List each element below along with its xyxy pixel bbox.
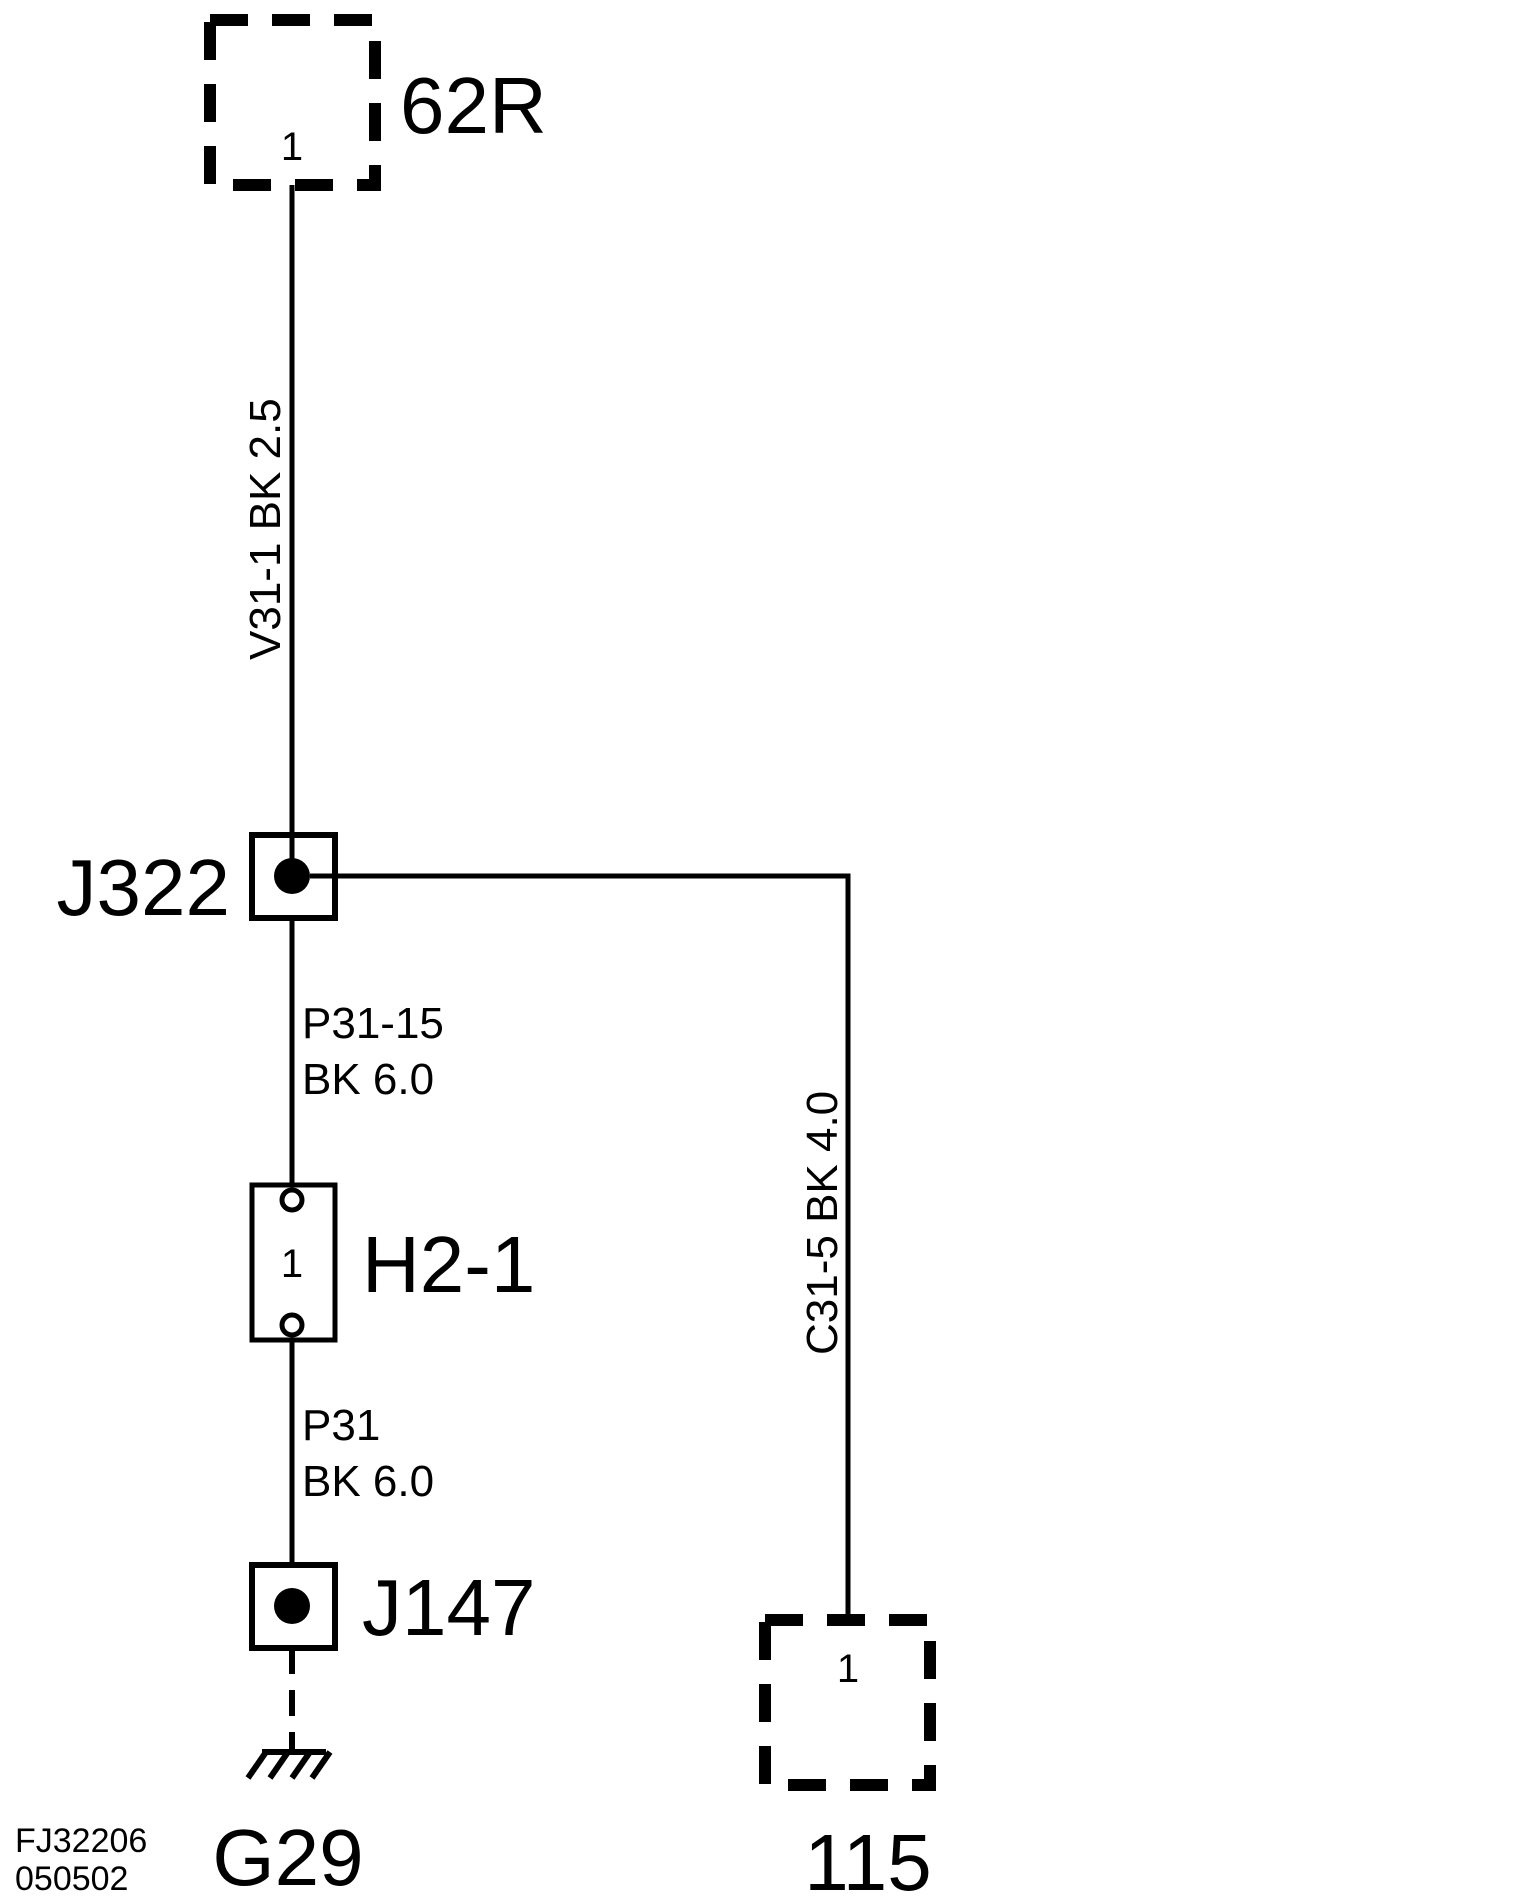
connector-62r-pin: 1 [281,125,303,169]
connector-62r-box[interactable] [204,14,381,191]
connector-115-label: 115 [804,1818,932,1896]
splice-j147-dot [274,1588,310,1624]
wire-c31-5[interactable] [310,873,851,1620]
wire-p31-label-1: P31 [302,1401,380,1450]
inline-h2-1-terminal-bottom [279,1312,305,1338]
connector-115-box[interactable] [759,1614,936,1791]
footer-code: FJ32206 [15,1822,147,1860]
ground-icon [245,1749,333,1780]
splice-j322-dot [274,858,310,894]
splice-j322-label: J322 [57,843,230,932]
footer-date: 050502 [15,1860,128,1896]
wire-v31-1-label: V31-1 BK 2.5 [241,398,290,660]
wire-p31-15-label-1: P31-15 [302,999,444,1048]
inline-h2-1-label: H2-1 [362,1220,535,1309]
ground-g29-label: G29 [212,1813,363,1896]
inline-h2-1-pin: 1 [281,1242,303,1286]
connector-115-pin: 1 [837,1647,859,1691]
wire-p31-15-label-2: BK 6.0 [302,1055,434,1104]
splice-j147-label: J147 [362,1563,535,1652]
inline-h2-1-terminal-top [279,1187,305,1213]
wire-c31-5-label: C31-5 BK 4.0 [798,1091,847,1355]
connector-62r-label: 62R [400,61,547,150]
wire-p31-label-2: BK 6.0 [302,1457,434,1506]
